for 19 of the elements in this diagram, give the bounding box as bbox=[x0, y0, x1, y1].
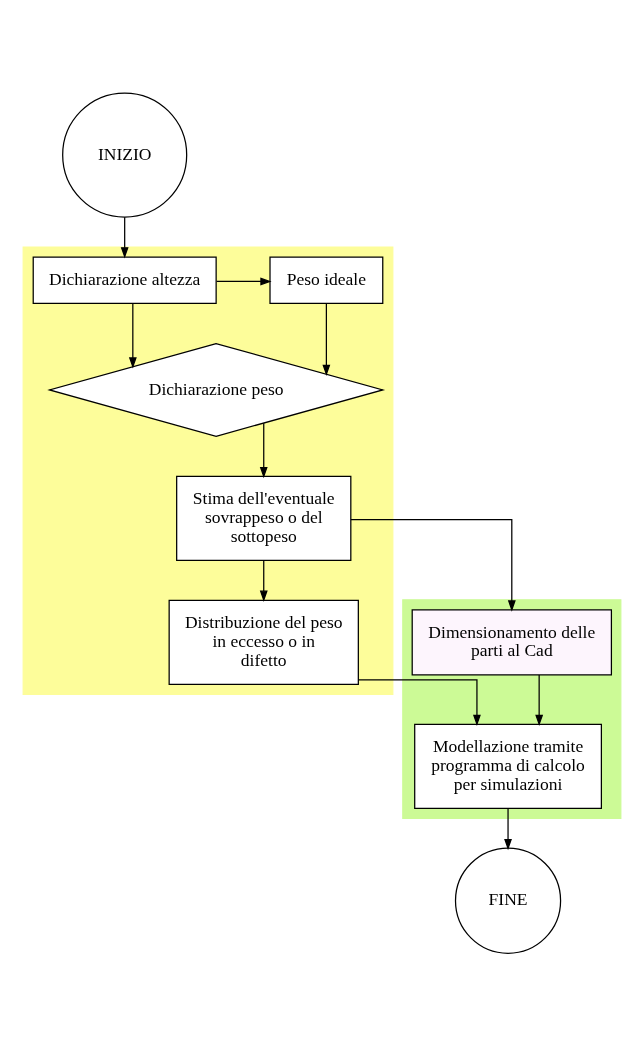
arrow bbox=[357, 679, 481, 727]
arrow bbox=[504, 807, 512, 851]
node-diamond: Dichiarazione peso bbox=[47, 342, 386, 437]
arrow bbox=[259, 559, 268, 602]
node-box: Dimensionamento delle parti al Cad bbox=[411, 609, 613, 676]
node-circle: INIZIO bbox=[62, 92, 188, 218]
arrow bbox=[322, 302, 331, 377]
arrow bbox=[259, 422, 268, 479]
arrow bbox=[120, 216, 129, 259]
node-box: Modellazione tramite programma di calcolo per simulazioni bbox=[414, 723, 602, 809]
node-box: Distribuzione del peso in eccesso o in difetto bbox=[168, 599, 359, 685]
arrow bbox=[128, 302, 137, 369]
node-circle: FINE bbox=[454, 847, 562, 954]
node-box: Peso ideale bbox=[269, 256, 384, 305]
arrow bbox=[350, 518, 516, 612]
node-box: Stima dell'eventuale sovrappeso o del sottopeso bbox=[176, 475, 352, 561]
arrow bbox=[535, 674, 544, 727]
arrow bbox=[216, 277, 272, 286]
node-box: Dichiarazione altezza bbox=[32, 256, 217, 305]
